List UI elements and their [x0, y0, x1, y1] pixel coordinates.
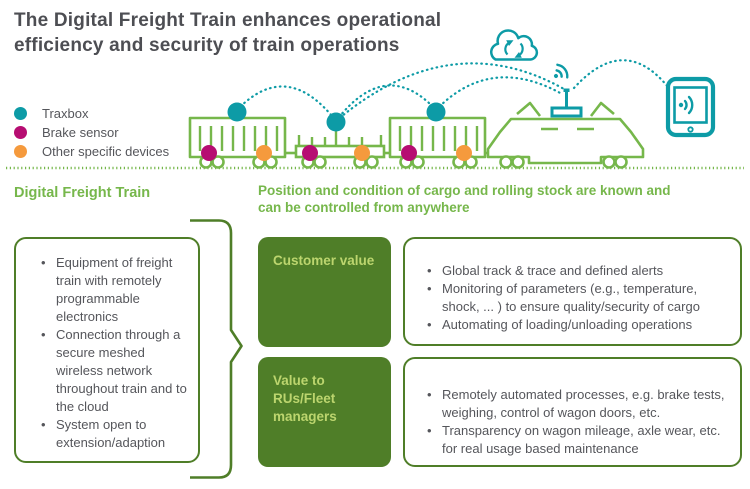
right-header-line-2: can be controlled from anywhere: [258, 200, 470, 215]
right-header-line-1: Position and condition of cargo and roll…: [258, 183, 671, 198]
list-item: Connection through a secure meshed wirel…: [41, 326, 188, 416]
legend-label: Other specific devices: [42, 144, 170, 159]
cloud-sync-icon: [489, 29, 539, 61]
traxbox-dot: [326, 112, 346, 132]
customer-value-details-box: Global track & trace and defined alerts …: [403, 237, 742, 346]
legend-label: Traxbox: [42, 106, 89, 121]
brace-connector: [190, 219, 243, 479]
rus-fleet-managers-label-box: Value to RUs/Fleet managers: [258, 357, 391, 467]
list-item: Remotely automated processes, e.g. brake…: [427, 386, 726, 422]
left-section-header: Digital Freight Train: [14, 185, 151, 201]
traxbox-dot: [227, 102, 247, 122]
legend-item-other-devices: Other specific devices: [14, 142, 169, 161]
page-title: The Digital Freight Train enhances opera…: [14, 8, 614, 58]
traxbox-dot-icon: [14, 107, 27, 120]
list-item: System open to extension/adaption: [41, 416, 188, 452]
freight-wagon: [388, 116, 487, 169]
other-device-dot: [354, 145, 370, 161]
mesh-network-arc: [572, 59, 670, 90]
legend-label: Brake sensor: [42, 125, 119, 140]
brake-sensor-dot: [201, 145, 217, 161]
other-device-dot: [456, 145, 472, 161]
mesh-network-arc: [434, 76, 564, 112]
other-device-dot: [256, 145, 272, 161]
brake-sensor-dot-icon: [14, 126, 27, 139]
legend: Traxbox Brake sensor Other specific devi…: [14, 104, 169, 161]
legend-item-traxbox: Traxbox: [14, 104, 169, 123]
locomotive: [486, 101, 645, 169]
list-item: Monitoring of parameters (e.g., temperat…: [427, 280, 726, 316]
rus-fleet-managers-details-box: Remotely automated processes, e.g. brake…: [403, 357, 742, 467]
mesh-network-arc: [235, 85, 338, 123]
mesh-network-arcs: [235, 59, 670, 123]
legend-item-brake-sensor: Brake sensor: [14, 123, 169, 142]
mesh-network-arc: [334, 84, 438, 123]
traxbox-dot: [426, 102, 446, 122]
mesh-network-arc: [334, 62, 566, 123]
list-item: Transparency on wagon mileage, axle wear…: [427, 422, 726, 458]
brake-sensor-dot: [401, 145, 417, 161]
digital-freight-train-box: Equipment of freight train with remotely…: [14, 237, 200, 463]
customer-value-label-box: Customer value: [258, 237, 391, 347]
customer-value-list: Global track & trace and defined alerts …: [427, 262, 726, 334]
sensor-dots: [201, 102, 472, 161]
left-box-list: Equipment of freight train with remotely…: [41, 254, 188, 452]
rus-fleet-managers-list: Remotely automated processes, e.g. brake…: [427, 386, 726, 458]
list-item: Automating of loading/unloading operatio…: [427, 316, 726, 334]
wifi-signal-icon: [554, 63, 569, 79]
antenna-icon: [550, 88, 583, 118]
list-item: Equipment of freight train with remotely…: [41, 254, 188, 326]
freight-wagon: [188, 116, 287, 169]
title-line-1: The Digital Freight Train enhances opera…: [14, 10, 442, 31]
other-device-dot-icon: [14, 145, 27, 158]
brake-sensor-dot: [302, 145, 318, 161]
title-line-2: efficiency and security of train operati…: [14, 35, 400, 56]
tablet-icon: [665, 76, 716, 138]
list-item: Global track & trace and defined alerts: [427, 262, 726, 280]
right-section-header: Position and condition of cargo and roll…: [258, 182, 744, 216]
